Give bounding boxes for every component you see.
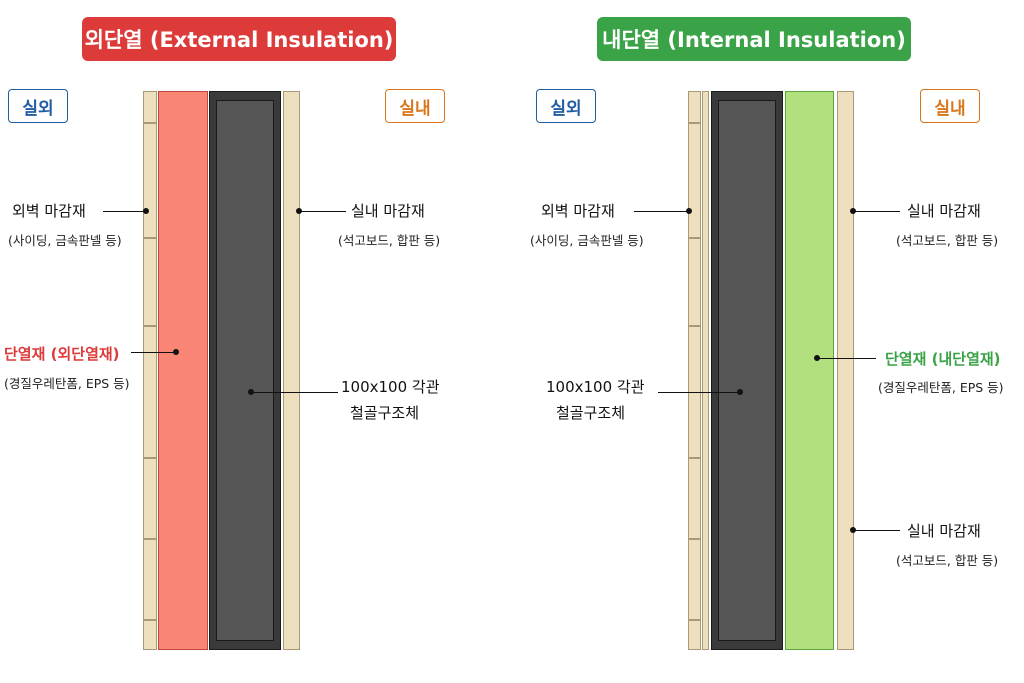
dot-insulation-right (814, 355, 820, 361)
exterior-finish-label-left: 외벽 마감재 (12, 202, 86, 220)
dot-steel-right (737, 389, 743, 395)
steel-label-left-2: 철골구조체 (350, 404, 420, 422)
dot-exterior-right (686, 208, 692, 214)
dot-interior-bottom-right (850, 527, 856, 533)
outdoor-tag-left: 실외 (8, 89, 68, 123)
outdoor-tag-right: 실외 (536, 89, 596, 123)
exterior-siding-strip-right (702, 91, 709, 650)
external-insulation-layer (158, 91, 208, 650)
external-insulation-title: 외단열 (External Insulation) (82, 17, 396, 61)
exterior-finish-sub-right: (사이딩, 금속판넬 등) (530, 233, 644, 248)
interior-finish-sub-bottom-right: (석고보드, 합판 등) (896, 553, 999, 568)
exterior-finish-sub-left: (사이딩, 금속판넬 등) (8, 233, 122, 248)
leader-steel-left (252, 392, 338, 394)
interior-finish-label-top-right: 실내 마감재 (907, 202, 981, 220)
steel-label-right-1: 100x100 각관 (546, 378, 645, 396)
internal-insulation-layer (785, 91, 834, 650)
leader-insulation-left (131, 352, 177, 354)
leader-interior-left (300, 211, 346, 213)
leader-insulation-right (818, 358, 876, 360)
exterior-siding-left (143, 91, 157, 650)
leader-steel-right (658, 392, 740, 394)
steel-stud-right (711, 91, 783, 650)
insulation-sub-right: (경질우레탄폼, EPS 등) (878, 380, 1004, 395)
leader-exterior-left (103, 211, 147, 213)
steel-label-left-1: 100x100 각관 (341, 378, 440, 396)
dot-insulation-left (173, 349, 179, 355)
interior-board-left (283, 91, 300, 650)
insulation-label-right: 단열재 (내단열재) (885, 350, 1001, 368)
leader-exterior-right (634, 211, 690, 213)
interior-finish-label-bottom-right: 실내 마감재 (907, 522, 981, 540)
interior-finish-sub-top-right: (석고보드, 합판 등) (896, 233, 999, 248)
interior-board-right (837, 91, 854, 650)
exterior-siding-right (688, 91, 701, 650)
leader-interior-bottom-right (854, 530, 900, 532)
insulation-sub-left: (경질우레탄폼, EPS 등) (4, 376, 130, 391)
insulation-label-left: 단열재 (외단열재) (4, 345, 120, 363)
interior-finish-sub-left: (석고보드, 합판 등) (338, 233, 441, 248)
exterior-finish-label-right: 외벽 마감재 (541, 202, 615, 220)
dot-interior-left (296, 208, 302, 214)
leader-interior-top-right (854, 211, 900, 213)
dot-steel-left (248, 389, 254, 395)
steel-label-right-2: 철골구조체 (556, 404, 626, 422)
steel-stud-left (209, 91, 281, 650)
dot-exterior-left (143, 208, 149, 214)
interior-finish-label-left: 실내 마감재 (351, 202, 425, 220)
dot-interior-top-right (850, 208, 856, 214)
internal-insulation-title: 내단열 (Internal Insulation) (597, 17, 911, 61)
indoor-tag-left: 실내 (385, 89, 445, 123)
indoor-tag-right: 실내 (920, 89, 980, 123)
